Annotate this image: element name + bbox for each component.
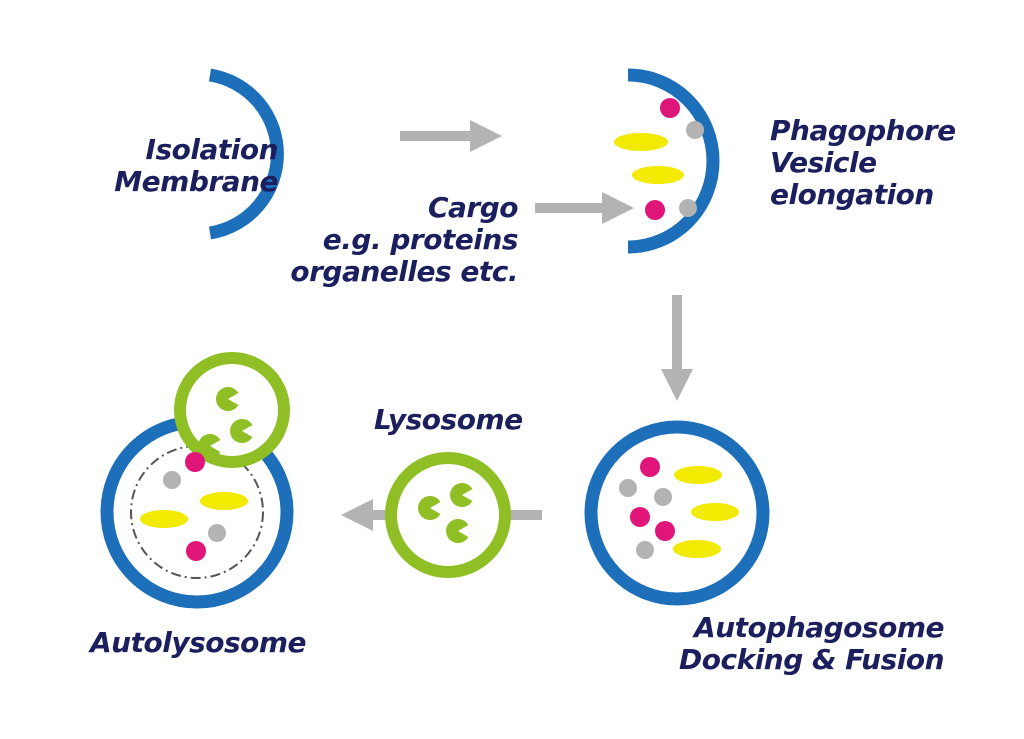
- lysosome-label: Lysosome: [374, 403, 523, 436]
- autolysosome-inner-membrane: [130, 445, 264, 579]
- isolation-membrane-label: Isolation Membrane: [114, 133, 278, 198]
- magenta-particle: [630, 507, 650, 527]
- cargo-label: Cargo e.g. proteins organelles etc.: [290, 191, 518, 288]
- yellow-organelle: [674, 466, 722, 484]
- gray-particle: [679, 199, 697, 217]
- gray-particle: [636, 541, 654, 559]
- gray-particle: [619, 479, 637, 497]
- yellow-organelle: [691, 503, 739, 521]
- yellow-organelle: [140, 510, 188, 528]
- magenta-particle: [660, 98, 680, 118]
- phagophore-membrane: [627, 68, 720, 254]
- gray-particle: [654, 488, 672, 506]
- enzyme-icon: [230, 419, 253, 443]
- magenta-particle: [655, 521, 675, 541]
- enzyme-icon: [216, 387, 239, 411]
- magenta-particle: [185, 452, 205, 472]
- lysosome-membrane: [385, 452, 511, 578]
- enzyme-icon: [450, 483, 473, 507]
- enzyme-icon: [198, 434, 221, 459]
- yellow-organelle: [200, 492, 248, 510]
- magenta-particle: [640, 457, 660, 477]
- autolysosome-cargo: [140, 452, 248, 561]
- magenta-particle: [645, 200, 665, 220]
- enzyme-icon: [418, 496, 441, 521]
- gray-particle: [686, 121, 704, 139]
- autolysosome-enzymes: [198, 387, 253, 459]
- autophagosome-membrane: [584, 420, 770, 606]
- autolysosome-label: Autolysosome: [90, 626, 307, 659]
- gray-particle: [163, 471, 181, 489]
- autophagosome-cargo: [619, 457, 739, 559]
- yellow-organelle: [632, 166, 684, 184]
- lysosome-enzymes: [418, 483, 473, 543]
- gray-particle: [208, 524, 226, 542]
- autophagosome-label: Autophagosome Docking & Fusion: [679, 611, 945, 676]
- phagophore-cargo: [614, 98, 704, 220]
- magenta-particle: [186, 541, 206, 561]
- yellow-organelle: [673, 540, 721, 558]
- phagophore-label: Phagophore Vesicle elongation: [770, 114, 956, 211]
- isolation-membrane: [208, 68, 284, 240]
- enzyme-icon: [446, 519, 469, 543]
- yellow-organelle: [614, 133, 668, 151]
